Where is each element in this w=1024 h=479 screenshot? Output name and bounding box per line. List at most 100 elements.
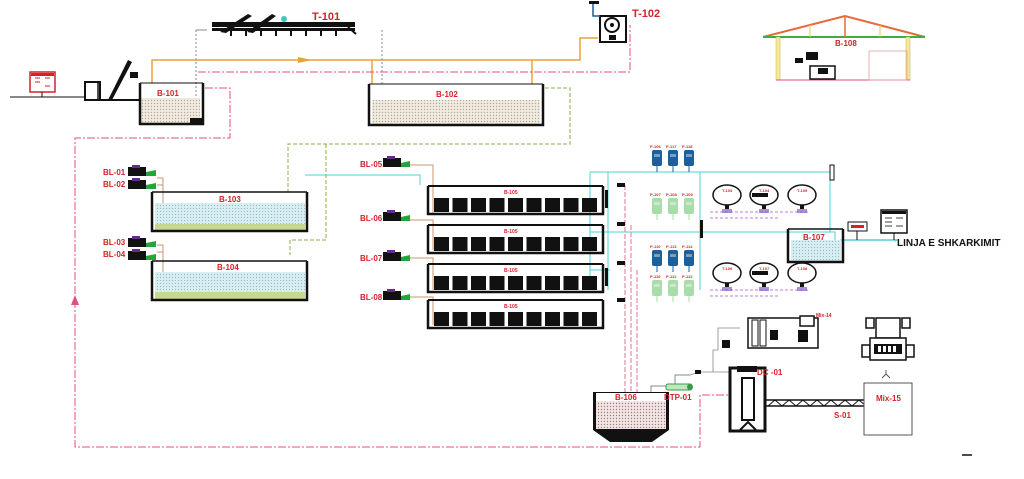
- tank-b103: [150, 191, 309, 233]
- pump-p-113: P-113: [666, 244, 678, 272]
- label-b106: B-106: [615, 393, 637, 402]
- chemical-tank-t-103: T-103: [712, 184, 742, 213]
- tank-t102: [589, 1, 627, 43]
- membrane-module: [471, 198, 486, 212]
- label-bl06: BL-06: [360, 214, 383, 223]
- label-s01: S-01: [834, 411, 851, 420]
- tank-b107: [786, 228, 845, 264]
- label-dtp01: DTP-01: [664, 393, 692, 402]
- label-t-104: T-104: [759, 188, 770, 193]
- membrane-module: [526, 276, 542, 290]
- pump-p-106: P-106: [650, 144, 662, 172]
- chemical-tank-t-108: T-108: [787, 262, 817, 291]
- membrane-module: [452, 276, 468, 290]
- air-line-b105: [410, 164, 434, 325]
- loader-vehicle: [861, 317, 915, 361]
- label-bl05: BL-05: [360, 160, 383, 169]
- sludge-drops: [624, 185, 638, 392]
- chemical-tank-t-104: T-104: [749, 184, 779, 213]
- container-mix15: [863, 382, 913, 436]
- building-b108: [762, 14, 926, 81]
- label-p-111: P-111: [666, 274, 677, 279]
- conveyor-t101: [212, 14, 357, 36]
- label-b105-4: B-105: [504, 304, 518, 310]
- chemical-dosing-lines: [710, 211, 810, 297]
- label-t-108: T-108: [797, 266, 808, 271]
- label-p-110: P-110: [650, 274, 661, 279]
- blower-bl08: [383, 289, 410, 300]
- tank-b105-1: B-105: [426, 185, 605, 216]
- tank-b106: [593, 392, 669, 442]
- flowmeter: [847, 221, 868, 240]
- label-p-118: P-118: [682, 144, 693, 149]
- label-bl03: BL-03: [103, 238, 126, 247]
- tank-b105-4: B-105: [426, 299, 605, 330]
- decanter-dc01: [728, 366, 767, 433]
- dosing-line-t101: [195, 30, 383, 126]
- pump-p-112: P-112: [682, 274, 694, 302]
- membrane-module: [526, 198, 542, 212]
- valve-dc01: [695, 370, 701, 374]
- tank-b101: [138, 82, 205, 126]
- label-mix15: Mix-15: [876, 394, 901, 403]
- blower-bl01: [128, 165, 156, 176]
- control-box: [722, 340, 730, 348]
- label-discharge-line: LINJA E SHKARKIMIT: [897, 238, 1001, 249]
- label-p-106: P-106: [650, 144, 661, 149]
- membrane-module: [563, 312, 579, 326]
- label-b105-3: B-105: [504, 268, 518, 274]
- pump-p-110: P-110: [650, 274, 662, 302]
- label-b105-2: B-105: [504, 229, 518, 235]
- instrument-boxes: [605, 183, 703, 302]
- pump-p-114: P-114: [682, 244, 694, 272]
- membrane-module: [526, 312, 542, 326]
- label-bl02: BL-02: [103, 180, 126, 189]
- sludge-line-return: [74, 87, 730, 448]
- pump-p-110: P-110: [650, 244, 662, 272]
- label-bl08: BL-08: [360, 293, 383, 302]
- membrane-module: [489, 237, 505, 251]
- blower-bl05: [383, 156, 410, 167]
- label-p-109: P-109: [682, 192, 693, 197]
- label-p-107: P-107: [650, 192, 661, 197]
- sludge-return-arrow: [71, 295, 79, 305]
- membrane-module: [508, 312, 523, 326]
- pump-p-111: P-111: [666, 274, 678, 302]
- membrane-module: [471, 312, 486, 326]
- membrane-module: [471, 276, 486, 290]
- label-bl04: BL-04: [103, 250, 126, 259]
- pump-p-117: P-117: [666, 144, 678, 172]
- pump-p-109: P-109: [682, 192, 694, 220]
- label-b103: B-103: [219, 195, 241, 204]
- membrane-module: [526, 237, 542, 251]
- label-mix14: Mix-14: [816, 313, 832, 319]
- sludge-line-top: [198, 25, 631, 73]
- membrane-module: [452, 198, 468, 212]
- membrane-module: [508, 198, 523, 212]
- tank-b104: [150, 260, 309, 302]
- membrane-module: [582, 198, 597, 212]
- membrane-module: [434, 276, 449, 290]
- label-p-110: P-110: [650, 244, 661, 249]
- membrane-module: [582, 276, 597, 290]
- discharge-panel: [880, 209, 908, 240]
- label-t-107: T-107: [759, 266, 770, 271]
- label-b104: B-104: [217, 263, 239, 272]
- chemical-tank-t-107: T-107: [749, 262, 779, 291]
- membrane-module: [434, 198, 449, 212]
- label-p-112: P-112: [682, 274, 693, 279]
- label-t-103: T-103: [722, 188, 733, 193]
- membrane-module: [545, 237, 560, 251]
- label-p-114: P-114: [682, 244, 693, 249]
- membrane-module: [563, 237, 579, 251]
- label-t102: T-102: [632, 8, 660, 20]
- blower-bl02: [128, 178, 156, 189]
- membrane-module: [582, 312, 597, 326]
- membrane-module: [545, 276, 560, 290]
- feed-arrow: [298, 57, 312, 63]
- tank-b102: [367, 83, 545, 127]
